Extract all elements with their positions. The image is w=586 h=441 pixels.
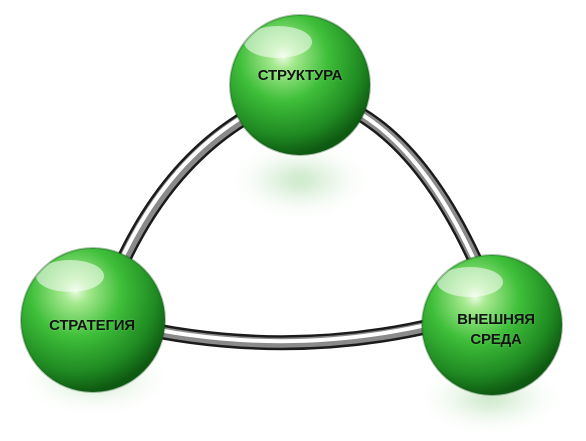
strategy-sphere — [20, 247, 166, 393]
structure-reflection — [225, 142, 375, 218]
structure-sphere — [229, 14, 371, 156]
chrome-ring — [92, 84, 503, 351]
structure-label: СТРУКТУРА — [257, 66, 343, 84]
environment-sphere — [421, 254, 563, 396]
strategy-label: СТРАТЕГИЯ — [49, 316, 135, 334]
environment-label: ВНЕШНЯЯ СРЕДА — [457, 310, 535, 348]
